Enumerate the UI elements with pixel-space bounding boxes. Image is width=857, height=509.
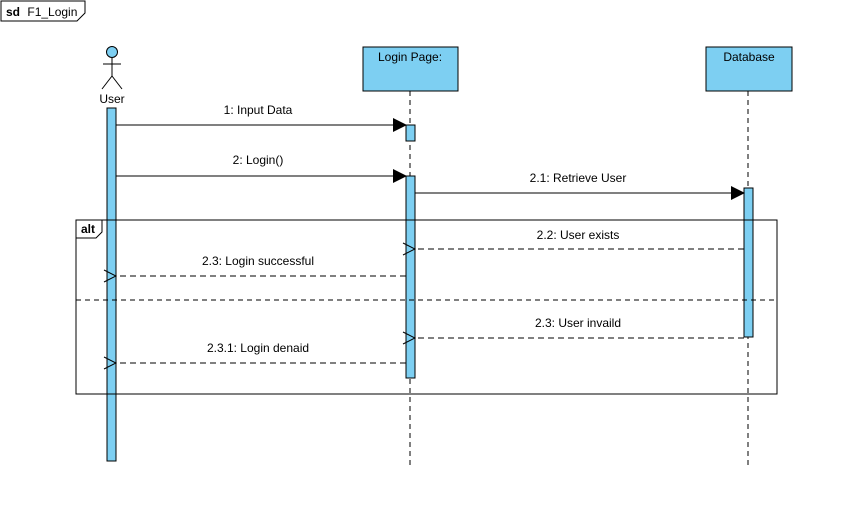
activation-user (106, 107, 117, 462)
message-2-2: 2.2: User exists (415, 228, 744, 249)
actor-label: User (99, 92, 124, 106)
activation-login-page-2 (405, 175, 416, 379)
activation-database (743, 187, 754, 338)
message-2-3-invalid: 2.3: User invaild (415, 316, 744, 338)
lifeline-login-page-label: Login Page: (378, 50, 442, 64)
message-2-3-success-label: 2.3: Login successful (202, 254, 314, 268)
actor-user[interactable]: User (99, 46, 125, 107)
actor-head (106, 46, 118, 58)
activation-login-page-1 (405, 124, 416, 142)
message-2: 2: Login() (116, 153, 407, 183)
lifeline-login-page[interactable]: Login Page: (362, 46, 459, 92)
message-2-2-label: 2.2: User exists (537, 228, 620, 242)
frame-name: F1_Login (27, 5, 77, 19)
frame-tab: sd F1_Login (0, 0, 86, 22)
message-2-3-1: 2.3.1: Login denaid (116, 341, 406, 363)
message-2-1: 2.1: Retrieve User (415, 171, 745, 200)
message-2-3-1-label: 2.3.1: Login denaid (207, 341, 309, 355)
alt-operator: alt (81, 222, 95, 236)
lifeline-database[interactable]: Database (705, 46, 793, 92)
message-2-label: 2: Login() (233, 153, 284, 167)
lifeline-database-label: Database (723, 50, 775, 64)
message-2-3-invalid-label: 2.3: User invaild (535, 316, 621, 330)
message-1-label: 1: Input Data (224, 103, 293, 117)
message-2-3-success: 2.3: Login successful (116, 254, 406, 276)
svg-text:sd F1_Login: sd F1_Login (6, 5, 77, 19)
frame-keyword: sd (6, 5, 20, 19)
alt-fragment: alt (75, 219, 778, 395)
message-1: 1: Input Data (116, 103, 407, 132)
message-2-1-label: 2.1: Retrieve User (530, 171, 627, 185)
